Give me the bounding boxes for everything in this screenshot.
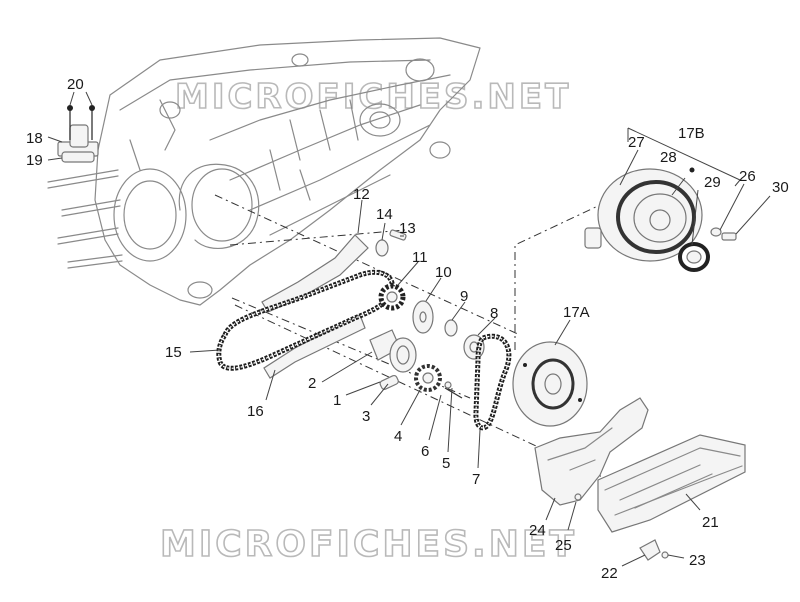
sprocket-11 (375, 229, 407, 311)
callout-4: 4 (394, 428, 402, 445)
cover-assembly-17b (584, 127, 741, 272)
callout-9: 9 (460, 288, 468, 305)
oil-pump-assembly (369, 329, 463, 399)
callout-26: 26 (739, 168, 756, 185)
washers-9-10 (412, 300, 458, 337)
callout-16: 16 (247, 403, 264, 420)
sprocket-8-chain-7 (463, 333, 512, 431)
pump-cover-17a (512, 341, 588, 427)
callout-17b: 17B (678, 125, 705, 142)
watermark-top: MICROFICHES.NET (175, 77, 571, 117)
watermark-bottom: MICROFICHES.NET (160, 524, 577, 565)
callout-29: 29 (704, 174, 721, 191)
callout-23: 23 (689, 552, 706, 569)
callout-8: 8 (490, 305, 498, 322)
callout-3: 3 (362, 408, 370, 425)
callout-21: 21 (702, 514, 719, 531)
callout-22: 22 (601, 565, 618, 582)
callout-13: 13 (399, 220, 416, 237)
callout-18: 18 (26, 130, 43, 147)
timing-chain-15 (216, 269, 395, 371)
callout-19: 19 (26, 152, 43, 169)
crankcase-illustration (47, 37, 481, 306)
callout-17a: 17A (563, 304, 590, 321)
callout-28: 28 (660, 149, 677, 166)
callout-20: 20 (67, 76, 84, 93)
callout-2: 2 (308, 375, 316, 392)
callout-15: 15 (165, 344, 182, 361)
callout-27: 27 (628, 134, 645, 151)
callout-11: 11 (412, 249, 428, 266)
callout-24: 24 (529, 522, 546, 539)
callout-labels: 20 18 19 12 14 13 11 10 9 8 15 2 1 16 3 … (26, 76, 789, 582)
oil-sump-assembly (534, 397, 746, 561)
callout-25: 25 (555, 537, 572, 554)
callout-12: 12 (353, 186, 370, 203)
callout-10: 10 (435, 264, 452, 281)
chain-tensioner-assembly (57, 105, 99, 163)
callout-30: 30 (772, 179, 789, 196)
callout-6: 6 (421, 443, 429, 460)
callout-5: 5 (442, 455, 450, 472)
chain-guides (261, 234, 369, 379)
leader-lines (47, 91, 771, 567)
callout-14: 14 (376, 206, 393, 223)
callout-7: 7 (472, 471, 480, 488)
callout-1: 1 (333, 392, 341, 409)
